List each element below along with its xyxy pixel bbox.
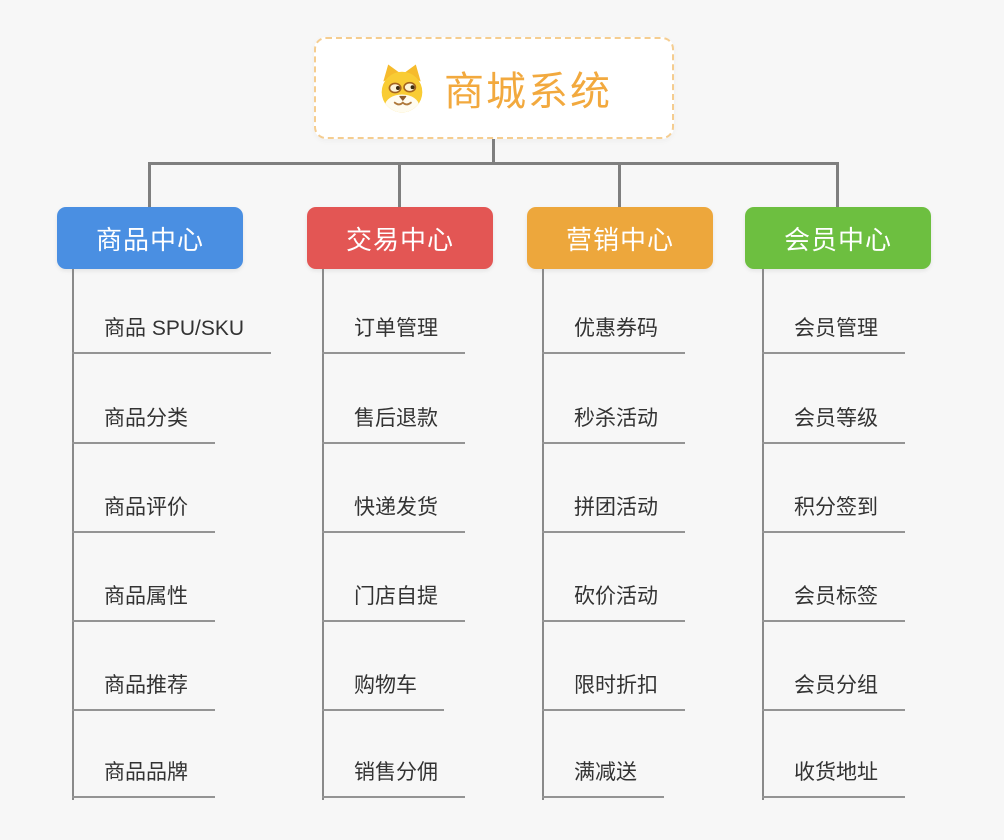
- connector-drop-branch-3: [618, 162, 621, 209]
- connector-drop-branch-4: [836, 162, 839, 209]
- branch-label: 营销中心: [565, 224, 674, 255]
- leaf-node[interactable]: 优惠券码: [542, 314, 685, 354]
- leaf-node[interactable]: 满减送: [542, 758, 664, 798]
- leaf-node[interactable]: 砍价活动: [542, 582, 685, 622]
- leaf-node[interactable]: 秒杀活动: [542, 404, 685, 444]
- leaf-node[interactable]: 门店自提: [322, 582, 465, 622]
- leaf-node[interactable]: 拼团活动: [542, 493, 685, 533]
- leaf-node[interactable]: 限时折扣: [542, 671, 685, 711]
- connector-bus: [149, 162, 839, 165]
- leaf-node[interactable]: 会员管理: [762, 314, 905, 354]
- leaf-node[interactable]: 收货地址: [762, 758, 905, 798]
- connector-drop-branch-2: [398, 162, 401, 209]
- trunk-line-branch-4: [762, 269, 764, 800]
- leaf-node[interactable]: 订单管理: [322, 314, 465, 354]
- branch-label: 会员中心: [783, 224, 892, 255]
- trunk-line-branch-3: [542, 269, 544, 800]
- leaf-node[interactable]: 商品属性: [72, 582, 215, 622]
- branch-label: 商品中心: [95, 224, 204, 255]
- trunk-line-branch-1: [72, 269, 74, 800]
- leaf-node[interactable]: 快递发货: [322, 493, 465, 533]
- leaf-node[interactable]: 商品 SPU/SKU: [72, 314, 272, 354]
- branch-label: 交易中心: [345, 224, 454, 255]
- leaf-node[interactable]: 商品评价: [72, 493, 215, 533]
- root-node[interactable]: 商城系统: [314, 37, 674, 139]
- leaf-node[interactable]: 商品推荐: [72, 671, 215, 711]
- dog-face-icon: [376, 62, 428, 114]
- trunk-line-branch-2: [322, 269, 324, 800]
- leaf-node[interactable]: 会员标签: [762, 582, 905, 622]
- branch-node-member-center[interactable]: 会员中心: [745, 207, 931, 269]
- root-title: 商城系统: [444, 70, 612, 114]
- leaf-node[interactable]: 售后退款: [322, 404, 465, 444]
- connector-drop-branch-1: [148, 162, 151, 209]
- connector-root-drop: [492, 139, 495, 165]
- leaf-node[interactable]: 积分签到: [762, 493, 905, 533]
- leaf-node[interactable]: 会员等级: [762, 404, 905, 444]
- leaf-node[interactable]: 购物车: [322, 671, 444, 711]
- leaf-node[interactable]: 会员分组: [762, 671, 905, 711]
- branch-node-trade-center[interactable]: 交易中心: [307, 207, 493, 269]
- branch-node-marketing-center[interactable]: 营销中心: [527, 207, 713, 269]
- leaf-node[interactable]: 商品品牌: [72, 758, 215, 798]
- leaf-node[interactable]: 商品分类: [72, 404, 215, 444]
- branch-node-product-center[interactable]: 商品中心: [57, 207, 243, 269]
- leaf-node[interactable]: 销售分佣: [322, 758, 465, 798]
